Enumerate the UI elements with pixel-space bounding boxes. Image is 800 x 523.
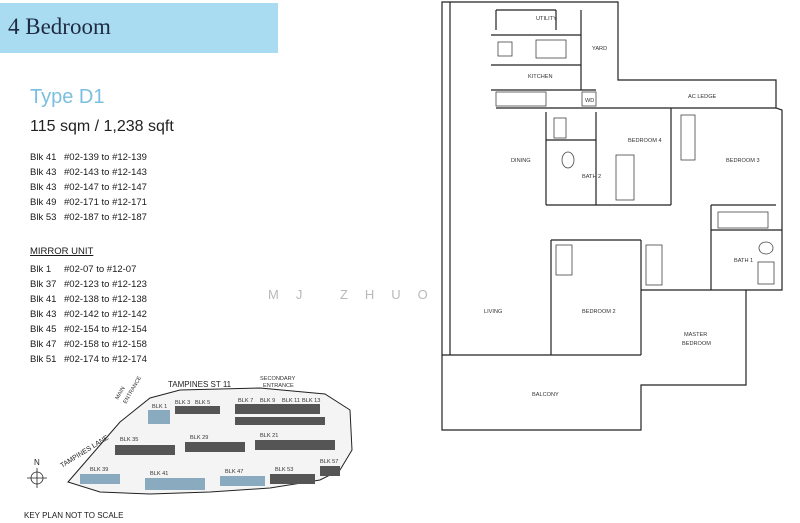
north-label: N [34,458,40,467]
unit-range: #02-142 to #12-142 [64,309,147,320]
room-label-bedroom-2: BEDROOM 2 [582,309,616,315]
unit-range: #02-171 to #12-171 [64,197,147,208]
block-label: BLK 57 [320,459,338,465]
room-label-bedroom-4: BEDROOM 4 [628,138,662,144]
unit-range: #02-07 to #12-07 [64,264,137,275]
room-label-master: MASTER [684,332,707,338]
block-label: BLK 13 [302,398,320,404]
unit-range: #02-138 to #12-138 [64,294,147,305]
unit-area: 115 sqm / 1,238 sqft [30,118,174,135]
room-label-ac-ledge: AC LEDGE [688,94,717,100]
mirror-unit-row: Blk 1 #02-07 to #12-07 [30,262,147,277]
block-label: BLK 35 [120,437,138,443]
street-label: TAMPINES ST 11 [168,380,232,389]
north-arrow-icon [27,468,47,488]
unit-blk: Blk 1 [30,264,52,275]
unit-blk: Blk 41 [30,294,57,305]
unit-blk: Blk 51 [30,354,57,365]
unit-type-title: Type D1 [30,86,105,108]
mirror-unit-row: Blk 45 #02-154 to #12-154 [30,322,147,337]
secondary-entrance-label: SECONDARY [260,376,296,382]
mirror-unit-row: Blk 43 #02-142 to #12-142 [30,307,147,322]
unit-row: Blk 41 #02-139 to #12-139 [30,150,147,165]
unit-range: #02-139 to #12-139 [64,152,147,163]
unit-range: #02-154 to #12-154 [64,324,147,335]
floor-plan: UTILITY YARD KITCHEN WD AC LEDGE BEDROOM… [441,1,783,431]
secondary-entrance-label: ENTRANCE [263,383,294,389]
room-label-yard: YARD [592,46,607,52]
unit-blk: Blk 43 [30,309,57,320]
room-label-bath-1: BATH 1 [734,258,753,264]
room-label-wd: WD [585,98,594,104]
block-label: BLK 11 [282,398,300,404]
page-title: 4 Bedroom [8,14,111,39]
block-label: BLK 47 [225,469,243,475]
key-plan-note: KEY PLAN NOT TO SCALE [24,511,124,520]
mirror-unit-list: Blk 1 #02-07 to #12-07 Blk 37 #02-123 to #… [30,262,147,367]
unit-row: Blk 53 #02-187 to #12-187 [30,210,147,225]
block-label: BLK 3 [175,400,190,406]
site-outline [67,387,353,495]
block-clusters [80,404,340,490]
unit-list: Blk 41 #02-139 to #12-139 Blk 43 #02-143 t… [30,150,147,225]
block-label: BLK 9 [260,398,275,404]
unit-row: Blk 43 #02-143 to #12-143 [30,165,147,180]
unit-range: #02-143 to #12-143 [64,167,147,178]
room-label-dining: DINING [511,158,531,164]
room-label-living: LIVING [484,309,502,315]
key-plan: BLK 1 BLK 3 BLK 5 BLK 7 BLK 9 BLK 11 BLK… [27,375,353,495]
block-label: BLK 29 [190,435,208,441]
unit-blk: Blk 53 [30,212,57,223]
room-label-bedroom-3: BEDROOM 3 [726,158,760,164]
block-label: BLK 53 [275,467,293,473]
unit-range: #02-147 to #12-147 [64,182,147,193]
block-label: BLK 1 [152,404,167,410]
unit-row: Blk 49 #02-171 to #12-171 [30,195,147,210]
unit-row: Blk 43 #02-147 to #12-147 [30,180,147,195]
unit-range: #02-187 to #12-187 [64,212,147,223]
block-label: BLK 21 [260,433,278,439]
mirror-unit-row: Blk 51 #02-174 to #12-174 [30,352,147,367]
room-label-master: BEDROOM [682,341,711,347]
block-label: BLK 41 [150,471,168,477]
unit-range: #02-174 to #12-174 [64,354,147,365]
unit-range: #02-158 to #12-158 [64,339,147,350]
mirror-unit-row: Blk 41 #02-138 to #12-138 [30,292,147,307]
block-label: BLK 39 [90,467,108,473]
unit-blk: Blk 43 [30,182,57,193]
room-label-utility: UTILITY [536,16,557,22]
floor-plan-walls [441,1,783,431]
header-band [0,3,278,53]
unit-blk: Blk 47 [30,339,57,350]
room-label-bath-2: BATH 2 [582,174,601,180]
unit-blk: Blk 41 [30,152,57,163]
room-label-balcony: BALCONY [532,392,559,398]
watermark: MJ ZHUO [268,287,445,302]
unit-blk: Blk 45 [30,324,57,335]
unit-blk: Blk 49 [30,197,57,208]
mirror-unit-row: Blk 47 #02-158 to #12-158 [30,337,147,352]
block-label: BLK 5 [195,400,210,406]
unit-range: #02-123 to #12-123 [64,279,147,290]
mirror-unit-title: MIRROR UNIT [30,246,94,257]
room-label-kitchen: KITCHEN [528,74,553,80]
unit-blk: Blk 43 [30,167,57,178]
fixtures [495,39,775,286]
block-label: BLK 7 [238,398,253,404]
unit-blk: Blk 37 [30,279,57,290]
mirror-unit-row: Blk 37 #02-123 to #12-123 [30,277,147,292]
